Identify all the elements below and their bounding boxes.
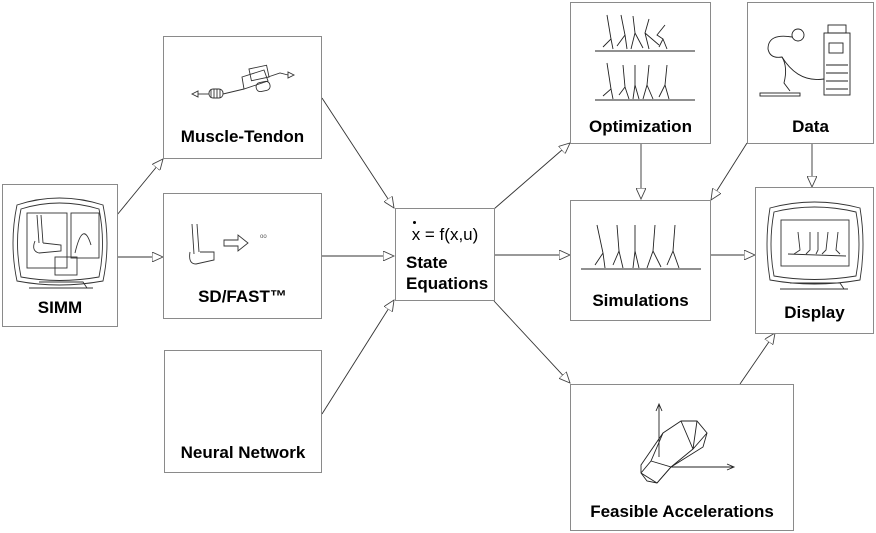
node-label-line2: Equations bbox=[406, 274, 489, 293]
node-label: SIMM bbox=[37, 298, 83, 317]
node-label: Display bbox=[784, 303, 845, 322]
leg-to-equation-icon: oo bbox=[189, 223, 267, 265]
svg-text:oo: oo bbox=[260, 234, 267, 240]
node-muscle-tendon[interactable]: Muscle-Tendon bbox=[163, 36, 322, 159]
node-label: Data bbox=[792, 117, 829, 136]
muscle-tendon-model-icon bbox=[190, 64, 296, 99]
node-label: SD/FAST™ bbox=[198, 287, 287, 306]
node-sdfast[interactable]: oo SD/FAST™ bbox=[163, 193, 322, 319]
node-feasible-accelerations[interactable]: Feasible Accelerations bbox=[570, 384, 794, 531]
state-equation: x = f(x,u) bbox=[411, 225, 479, 244]
arrow-state-to-feasible bbox=[493, 300, 570, 383]
node-label: Feasible Accelerations bbox=[590, 502, 774, 521]
arrow-feasible-to-display bbox=[739, 333, 775, 385]
node-simulations[interactable]: Simulations bbox=[570, 200, 711, 321]
node-display[interactable]: Display bbox=[755, 187, 874, 334]
node-data[interactable]: Data bbox=[747, 2, 874, 144]
node-label-line1: State bbox=[406, 253, 448, 272]
computer-monitor-icon bbox=[766, 201, 864, 290]
polytope-icon bbox=[640, 402, 736, 484]
node-optimization[interactable]: Optimization bbox=[570, 2, 711, 144]
arrow-state-to-optimization bbox=[493, 143, 570, 210]
node-simm[interactable]: SIMM bbox=[2, 184, 118, 327]
dot-accent bbox=[413, 221, 416, 224]
node-label: Optimization bbox=[589, 117, 692, 136]
arrow-simm-to-muscle-tendon bbox=[116, 159, 163, 216]
node-label: Neural Network bbox=[180, 443, 306, 462]
person-with-computer-icon bbox=[759, 24, 851, 97]
gait-figures-icon bbox=[581, 224, 701, 270]
node-label: Muscle-Tendon bbox=[180, 127, 305, 146]
arrow-muscle-tendon-to-state bbox=[321, 97, 394, 208]
gait-figures-icon bbox=[595, 14, 695, 101]
node-state-equations[interactable]: x = f(x,u) State Equations bbox=[395, 208, 495, 301]
arrow-neural-to-state bbox=[321, 300, 394, 415]
computer-monitor-icon bbox=[12, 197, 108, 289]
arrow-data-to-simulations bbox=[711, 142, 748, 200]
node-neural-network[interactable]: Neural Network bbox=[164, 350, 322, 473]
node-label: Simulations bbox=[592, 291, 689, 310]
